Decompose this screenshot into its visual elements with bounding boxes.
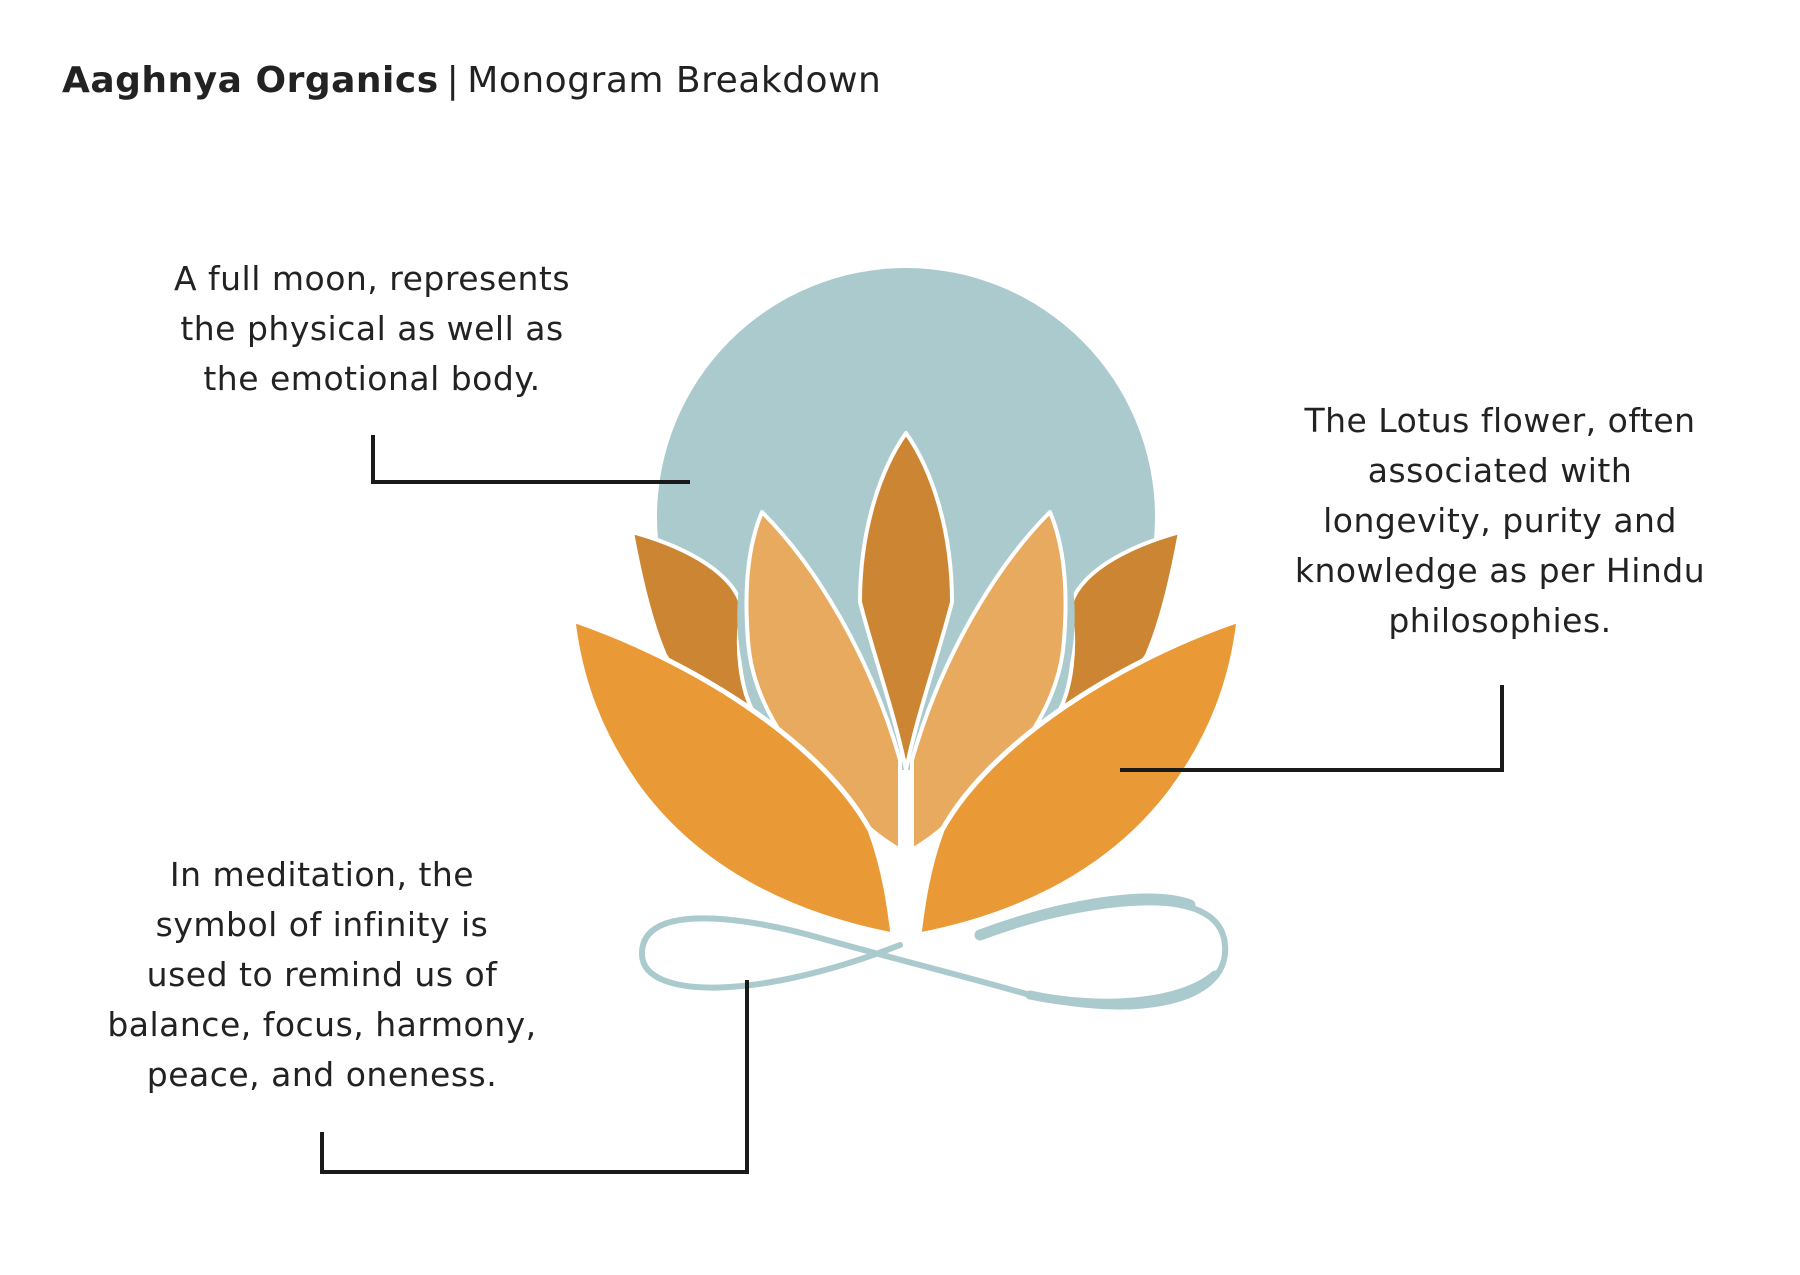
page-title: Aaghnya Organics|Monogram Breakdown: [62, 60, 881, 101]
moon-annotation: A full moon, represents the physical as …: [122, 254, 622, 404]
front-petal-right: [916, 617, 1242, 938]
moon-annotation-line: the emotional body.: [203, 359, 541, 398]
infinity-annotation-line: peace, and oneness.: [146, 1055, 498, 1094]
moon-leader-line: [371, 435, 690, 484]
lotus-leader-line: [1120, 685, 1504, 772]
infinity-annotation-line: In meditation, the: [169, 855, 475, 894]
brand-name: Aaghnya Organics: [62, 60, 439, 101]
infinity-annotation-line: balance, focus, harmony,: [107, 1005, 537, 1044]
infinity-leader-line: [320, 980, 749, 1174]
moon-annotation-line: the physical as well as: [180, 309, 564, 348]
moon-annotation-line: A full moon, represents: [173, 259, 571, 298]
infinity-annotation-line: used to remind us of: [146, 955, 498, 994]
lotus-flower: [570, 431, 1242, 938]
lotus-annotation-line: philosophies.: [1388, 601, 1612, 640]
page-subtitle: Monogram Breakdown: [467, 60, 882, 101]
lotus-annotation-line: longevity, purity and: [1323, 501, 1677, 540]
title-separator: |: [446, 60, 460, 101]
lotus-annotation-line: associated with: [1367, 451, 1633, 490]
lotus-annotation-line: The Lotus flower, often: [1304, 401, 1696, 440]
infinity-annotation-line: symbol of infinity is: [155, 905, 489, 944]
center-petal: [858, 431, 954, 772]
lotus-annotation: The Lotus flower, often associated with …: [1250, 396, 1750, 646]
infinity-symbol: [638, 893, 1229, 1010]
front-petal-left: [570, 617, 896, 938]
infinity-annotation: In meditation, the symbol of infinity is…: [72, 850, 572, 1100]
lotus-annotation-line: knowledge as per Hindu: [1294, 551, 1706, 590]
